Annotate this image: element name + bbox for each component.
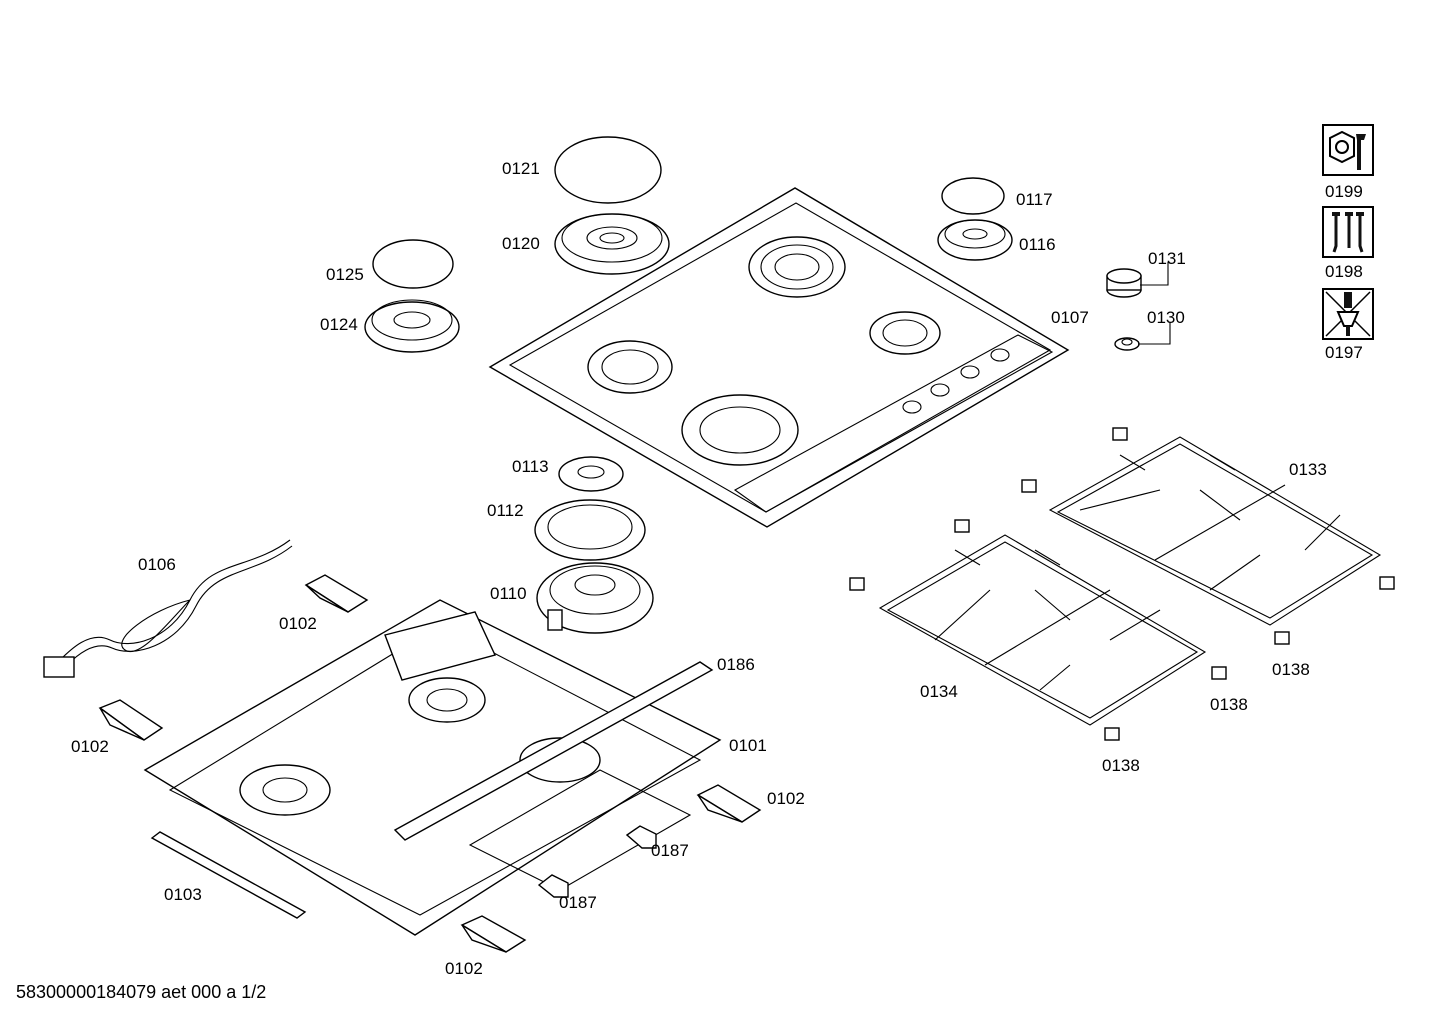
label-0187-b: 0187 <box>559 893 597 912</box>
clip-0187-a[interactable] <box>625 825 657 849</box>
bracket-0102-right[interactable] <box>696 784 762 823</box>
label-0107: 0107 <box>1051 308 1089 327</box>
nut-and-wrench-icon <box>1322 124 1374 176</box>
burner-ring-0124[interactable] <box>364 299 460 353</box>
label-0102-bottom: 0102 <box>445 959 483 978</box>
label-0102-top: 0102 <box>279 614 317 633</box>
label-0138-a: 0138 <box>1272 660 1310 679</box>
label-0138-b: 0138 <box>1210 695 1248 714</box>
label-0186: 0186 <box>717 655 755 674</box>
burner-ring-0116[interactable] <box>937 219 1013 261</box>
clip-0187-b[interactable] <box>537 874 569 898</box>
label-0131: 0131 <box>1148 249 1186 268</box>
burner-base-0110[interactable] <box>536 562 654 634</box>
bracket-0102-top[interactable] <box>304 574 369 613</box>
document-code: 58300000184079 aet 000 a 1/2 <box>16 982 267 1002</box>
label-0103: 0103 <box>164 885 202 904</box>
label-0198: 0198 <box>1325 262 1363 281</box>
label-0130: 0130 <box>1147 308 1185 327</box>
bottom-housing-0101[interactable] <box>143 599 722 936</box>
label-0187-a: 0187 <box>651 841 689 860</box>
burner-cap-0117[interactable] <box>941 177 1005 215</box>
label-0199: 0199 <box>1325 182 1363 201</box>
cooktop-plate-0107[interactable] <box>488 187 1070 528</box>
screws-icon <box>1322 206 1374 258</box>
power-cable-0106[interactable] <box>43 539 293 678</box>
label-0117: 0117 <box>1016 190 1053 209</box>
knob-ring-0130[interactable] <box>1114 322 1171 351</box>
label-0197: 0197 <box>1325 343 1363 362</box>
label-0113: 0113 <box>512 457 549 476</box>
pan-support-0134[interactable] <box>878 534 1207 726</box>
seal-strip-0103[interactable] <box>150 831 307 919</box>
strip-0186[interactable] <box>393 661 714 841</box>
label-0133: 0133 <box>1289 460 1327 479</box>
burner-ring-0120[interactable] <box>554 213 670 275</box>
screwdriver-icon <box>1322 288 1374 340</box>
bracket-0102-bottom[interactable] <box>460 915 527 953</box>
label-0102-right: 0102 <box>767 789 805 808</box>
label-0125: 0125 <box>326 265 364 284</box>
label-0134: 0134 <box>920 682 958 701</box>
burner-ring-0112[interactable] <box>534 499 646 561</box>
label-0110: 0110 <box>490 584 527 603</box>
pan-support-0133[interactable] <box>1048 436 1382 626</box>
burner-cap-0113[interactable] <box>558 456 624 492</box>
burner-cap-0125[interactable] <box>372 239 454 289</box>
label-0124: 0124 <box>320 315 358 334</box>
bracket-0102-left[interactable] <box>98 699 164 741</box>
label-0138-c: 0138 <box>1102 756 1140 775</box>
label-0112: 0112 <box>487 501 524 520</box>
label-0102-left: 0102 <box>71 737 109 756</box>
label-0101: 0101 <box>729 736 767 755</box>
label-0106: 0106 <box>138 555 176 574</box>
label-0116: 0116 <box>1019 235 1056 254</box>
label-0120: 0120 <box>502 234 540 253</box>
control-knob-0131[interactable] <box>1106 262 1169 298</box>
burner-cap-0121[interactable] <box>554 136 662 204</box>
rubber-foot-0138[interactable] <box>849 427 1395 741</box>
label-0121: 0121 <box>502 159 540 178</box>
